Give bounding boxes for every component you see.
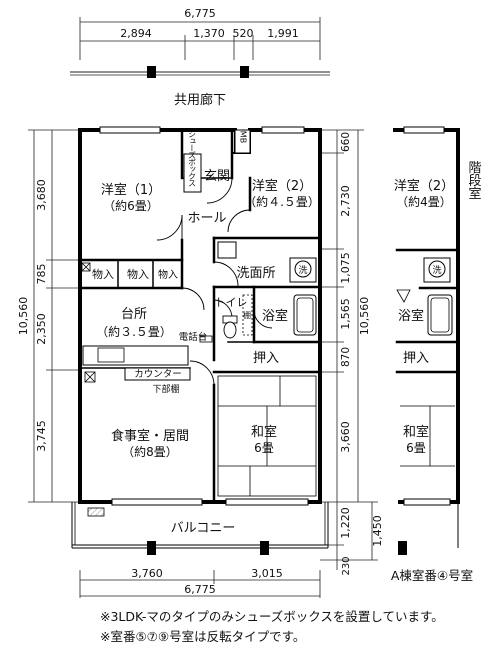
dining-label: 食事室・居間 xyxy=(111,428,189,444)
dim-right-4: 1,565 xyxy=(339,298,352,330)
alt-oshiire-label: 押入 xyxy=(403,351,429,366)
alt-western2-label: 洋室（2） xyxy=(394,178,454,194)
hall-label: ホール xyxy=(187,211,226,226)
balcony-drain xyxy=(87,507,105,517)
corridor-label: 共用廊下 xyxy=(174,92,226,108)
alt-western2-area: （約4畳） xyxy=(396,194,452,209)
notes: ※3LDK-マのタイプのみシューズボックスを設置しています。 ※室番⑤⑦⑨号室は… xyxy=(100,607,444,647)
left-dimension-lines xyxy=(28,129,80,503)
washitsu-label: 和室 xyxy=(251,424,277,440)
note-shoe-box: ※3LDK-マのタイプのみシューズボックスを設置しています。 xyxy=(100,609,444,624)
alt-washitsu-area: 6畳 xyxy=(406,441,426,455)
dim-bottom-1: 3,760 xyxy=(131,567,163,580)
tatami-grid xyxy=(217,375,317,497)
washroom-label: 洗面所 xyxy=(236,266,275,281)
washitsu-area: 6畳 xyxy=(254,441,274,455)
alt-windows xyxy=(403,126,451,506)
dim-right-3: 1,075 xyxy=(339,252,352,284)
washing-machine-icon xyxy=(294,260,312,278)
counter-label: カウンター xyxy=(134,369,182,380)
shoe-box xyxy=(183,153,202,193)
dim-right-7: 1,220 xyxy=(339,507,352,539)
alt-tatami xyxy=(400,405,455,467)
mb-box xyxy=(234,129,251,154)
dining-counter xyxy=(124,367,191,381)
entrance-label: 玄関 xyxy=(204,169,230,184)
western1-label: 洋室（1） xyxy=(101,182,161,198)
kitchen-area: （約３.５畳） xyxy=(96,324,172,339)
western1-area: （約6畳） xyxy=(103,198,159,213)
door-swings xyxy=(156,177,273,386)
refrigerator-cross xyxy=(84,371,96,383)
mb-label: MB xyxy=(239,131,248,143)
note-reverse-type: ※室番⑤⑦⑨号室は反転タイプです。 xyxy=(100,629,306,644)
alt-washitsu-label: 和室 xyxy=(403,424,429,440)
kitchen-label: 台所 xyxy=(121,307,147,322)
wash-label: 洗 xyxy=(298,264,307,276)
shelf-label: 棚 xyxy=(243,310,251,320)
dim-right-5: 870 xyxy=(340,347,352,367)
bathtub-inner xyxy=(296,297,314,333)
dim-right-2: 2,730 xyxy=(339,185,352,217)
dim-right-1: 660 xyxy=(340,132,352,152)
dim-left-3: 2,350 xyxy=(35,313,48,345)
alt-bath-label: 浴室 xyxy=(398,308,424,324)
corridor-rail xyxy=(70,66,330,78)
washroom-sink xyxy=(217,241,237,259)
dim-bottom-2: 3,015 xyxy=(251,567,283,580)
stairs-label: 階段室 xyxy=(466,161,482,200)
dim-left-2: 785 xyxy=(35,264,48,285)
dim-top-total: 6,775 xyxy=(184,7,216,20)
dim-top-3: 520 xyxy=(233,27,254,40)
dim-left-1: 3,680 xyxy=(35,179,48,211)
phone-stand xyxy=(199,335,213,343)
top-dimension-lines xyxy=(79,17,321,60)
dim-left-4: 3,745 xyxy=(35,420,48,452)
closets xyxy=(117,260,154,288)
closet-label-3: 物入 xyxy=(158,268,178,281)
dim-right-total: 10,560 xyxy=(358,297,371,336)
corridor-windows xyxy=(99,126,305,134)
western2-label: 洋室（2） xyxy=(252,178,312,194)
dim-bottom-total: 6,775 xyxy=(184,583,216,596)
phone-label: 電話台 xyxy=(179,331,208,343)
dim-right-outer: 1,450 xyxy=(371,515,384,547)
balcony-label: バルコニー xyxy=(171,521,236,536)
alt-bathtub-inner xyxy=(430,297,450,333)
alt-unit-caption: A棟室番④号室 xyxy=(391,568,473,583)
toilet-shelf xyxy=(242,294,253,336)
toilet-label: トイレ xyxy=(215,296,248,309)
alt-balcony-post xyxy=(398,541,407,555)
toilet-bowl xyxy=(223,321,237,339)
alt-door-swing xyxy=(396,289,411,303)
dim-right-6: 3,660 xyxy=(339,421,352,453)
dim-top-4: 1,991 xyxy=(267,27,299,40)
oshiire-label: 押入 xyxy=(253,351,279,366)
under-shelf-label: 下部棚 xyxy=(152,383,179,395)
balcony-outline xyxy=(71,502,329,549)
balcony-post-left xyxy=(147,541,156,555)
kitchen-sink xyxy=(97,347,125,363)
shoe-box-label: シューズボックス xyxy=(188,130,197,187)
bath-label: 浴室 xyxy=(262,308,288,324)
right-dimension-lines xyxy=(320,129,378,570)
bottom-dimension-lines xyxy=(79,570,321,598)
dining-area: （約8畳） xyxy=(122,444,178,459)
dim-top-2: 1,370 xyxy=(193,27,225,40)
closet-label-1: 物入 xyxy=(92,267,114,281)
balcony-windows xyxy=(111,498,309,506)
western2-area: （約４.５畳） xyxy=(244,194,320,209)
closet-label-2: 物入 xyxy=(127,267,149,281)
balcony-post-right xyxy=(260,541,269,555)
dim-right-8: 230 xyxy=(341,556,352,575)
alt-wash-label: 洗 xyxy=(432,264,441,276)
dim-top-1: 2,894 xyxy=(120,27,152,40)
closet-marks xyxy=(81,262,91,272)
dim-left-total: 10,560 xyxy=(17,297,30,336)
alt-washing-machine-icon xyxy=(428,260,446,278)
